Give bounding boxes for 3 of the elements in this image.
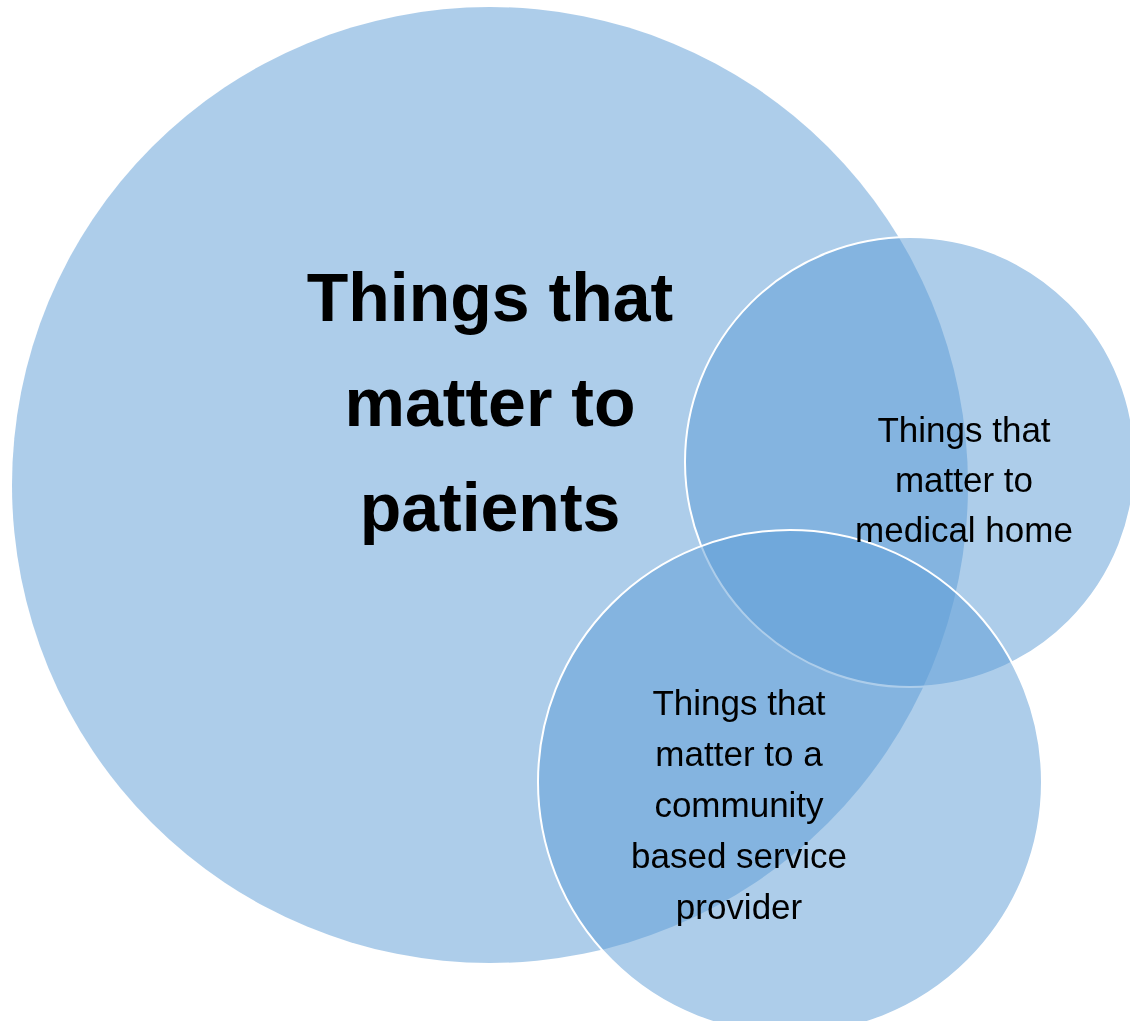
circle-label: Things that matter to a community based service provider: [630, 682, 848, 928]
circle-label: Things that matter to patients: [305, 258, 675, 547]
circle-label: Things that matter to medical home: [854, 409, 1074, 551]
